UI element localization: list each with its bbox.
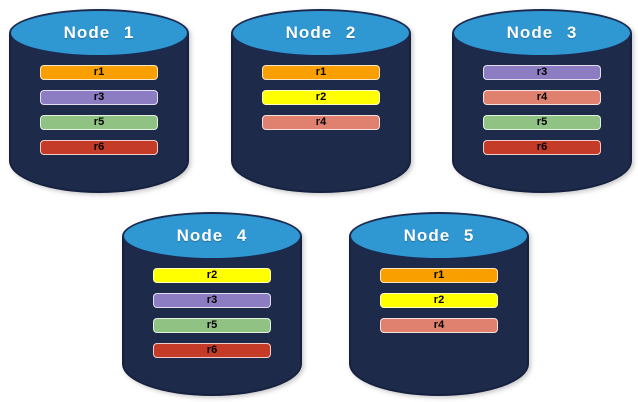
node-cylinder-2: Node 2 r1 r2 r4 <box>231 9 411 193</box>
node-cylinder-5: Node 5 r1 r2 r4 <box>349 212 529 396</box>
node-label: Node 4 <box>176 226 248 245</box>
replica-bar-r3: r3 <box>153 293 271 308</box>
replica-bar-r4: r4 <box>262 115 380 130</box>
cylinder-top: Node 3 <box>452 9 632 57</box>
cylinder-body <box>122 236 302 396</box>
replica-bar-list: r1 r2 r4 <box>349 268 529 333</box>
replica-bar-list: r1 r3 r5 r6 <box>9 65 189 155</box>
replica-bar-r1: r1 <box>262 65 380 80</box>
replica-bar-r3: r3 <box>483 65 601 80</box>
cylinder-top: Node 1 <box>9 9 189 57</box>
replica-bar-r6: r6 <box>153 343 271 358</box>
cylinder-top: Node 4 <box>122 212 302 260</box>
replica-bar-r6: r6 <box>483 140 601 155</box>
replica-bar-r2: r2 <box>262 90 380 105</box>
node-cylinder-3: Node 3 r3 r4 r5 r6 <box>452 9 632 193</box>
replica-bar-r4: r4 <box>483 90 601 105</box>
replica-bar-list: r3 r4 r5 r6 <box>452 65 632 155</box>
replica-bar-r2: r2 <box>380 293 498 308</box>
cylinder-top: Node 5 <box>349 212 529 260</box>
replica-bar-list: r2 r3 r5 r6 <box>122 268 302 358</box>
cylinder-body <box>9 33 189 193</box>
node-label: Node 1 <box>63 23 135 42</box>
node-cylinder-1: Node 1 r1 r3 r5 r6 <box>9 9 189 193</box>
node-cylinder-4: Node 4 r2 r3 r5 r6 <box>122 212 302 396</box>
node-label: Node 5 <box>403 226 475 245</box>
replica-bar-r6: r6 <box>40 140 158 155</box>
replica-bar-r2: r2 <box>153 268 271 283</box>
replica-bar-r3: r3 <box>40 90 158 105</box>
cylinder-body <box>231 33 411 193</box>
replica-bar-list: r1 r2 r4 <box>231 65 411 130</box>
replica-bar-r1: r1 <box>40 65 158 80</box>
cylinder-body <box>349 236 529 396</box>
replica-bar-r5: r5 <box>483 115 601 130</box>
replica-bar-r1: r1 <box>380 268 498 283</box>
node-label: Node 3 <box>506 23 578 42</box>
node-label: Node 2 <box>285 23 357 42</box>
replica-bar-r4: r4 <box>380 318 498 333</box>
replica-bar-r5: r5 <box>153 318 271 333</box>
cylinder-body <box>452 33 632 193</box>
cylinder-top: Node 2 <box>231 9 411 57</box>
replica-bar-r5: r5 <box>40 115 158 130</box>
